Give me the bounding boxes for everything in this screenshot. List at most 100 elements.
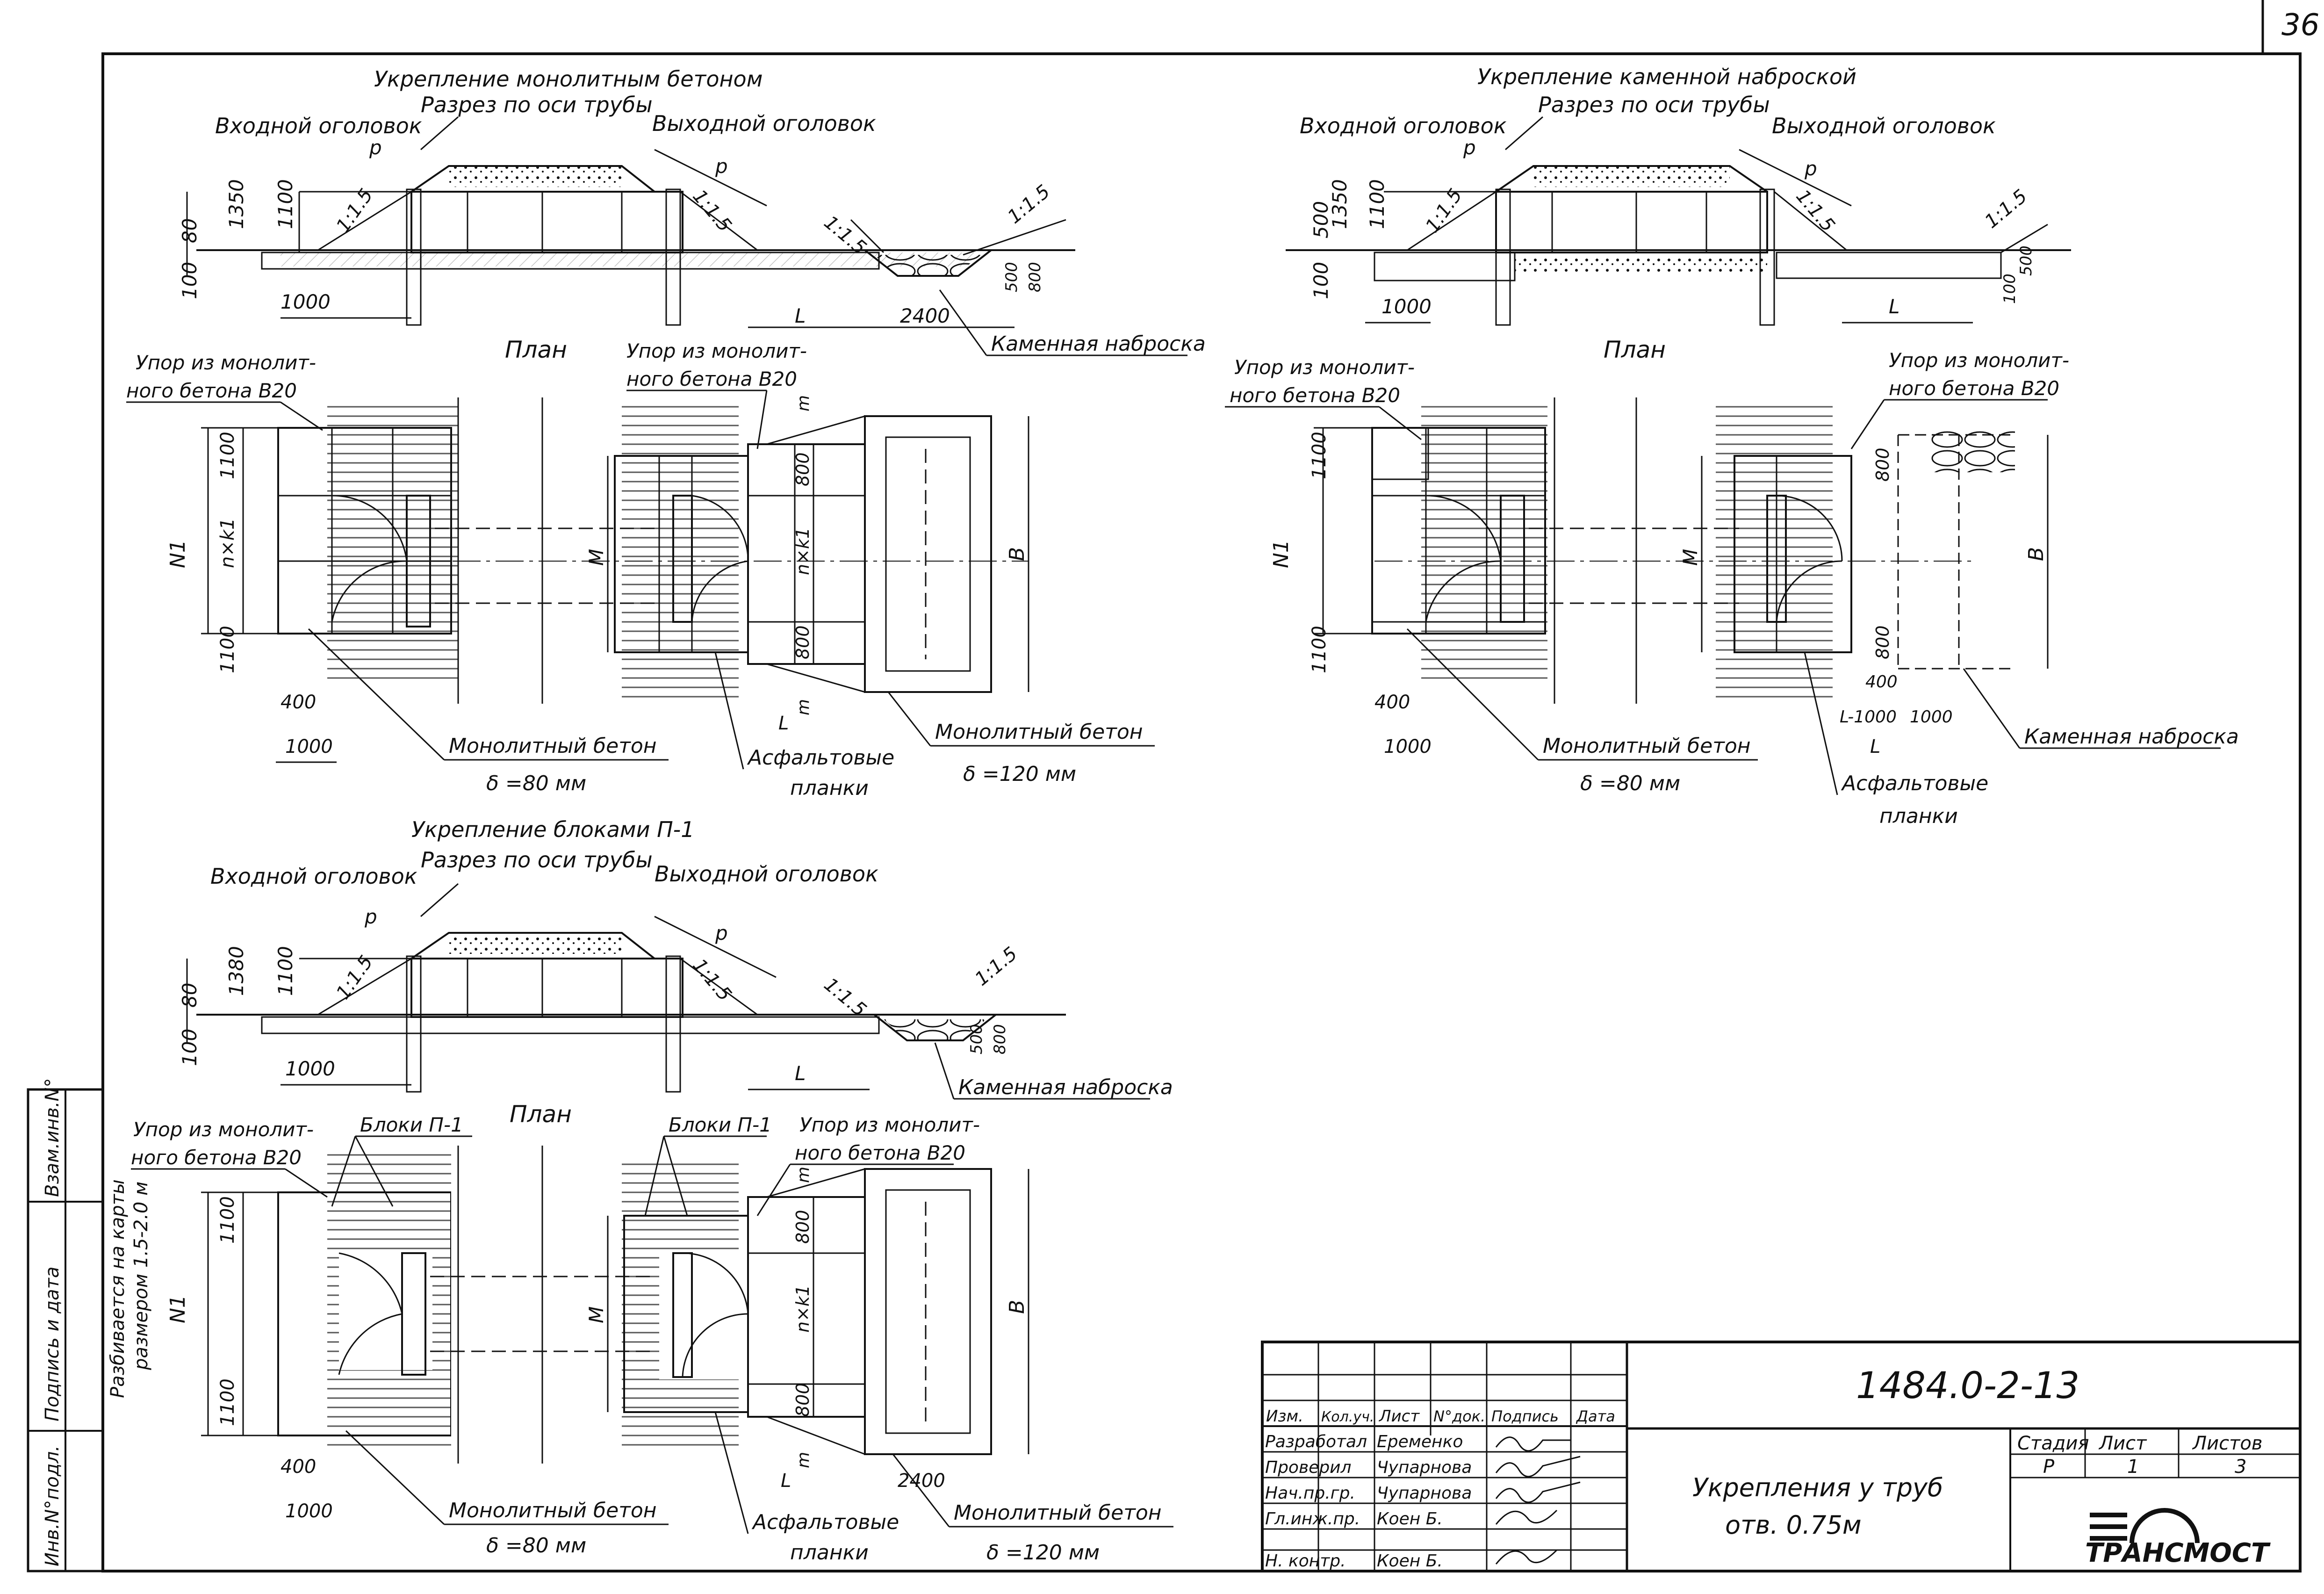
b-dim-1100b: 1100 (217, 1378, 238, 1426)
tr-dim-1100a: 1100 (1309, 432, 1330, 479)
tb-sheets-label: Листов (2192, 1433, 2262, 1454)
tb-name-3: Коен Б. (1377, 1509, 1443, 1529)
tl-upor-right-1: Упор из монолит- (626, 339, 807, 362)
tb-sheet: 1 (2127, 1456, 2139, 1478)
section-stone-fill: Укрепление каменной наброской Разрез по … (1225, 64, 2239, 828)
tl-dim-1000-plan: 1000 (285, 736, 333, 757)
tb-stage-label: Стадия (2017, 1433, 2089, 1454)
tr-n1: N1 (1269, 540, 1293, 568)
b-delta80: δ =80 мм (486, 1534, 586, 1558)
tl-dim-800a: 800 (792, 452, 813, 486)
tr-dim-1000-plan: 1000 (1384, 736, 1432, 757)
tb-sheet-label: Лист (2098, 1433, 2147, 1454)
tb-role-4: Н. контр. (1265, 1551, 1346, 1571)
tl-plan-title: План (505, 336, 567, 363)
tl-B: B (1005, 547, 1029, 561)
b-asphalt-2: планки (790, 1541, 869, 1565)
tl-dim-1000: 1000 (281, 290, 331, 313)
tl-M: M (585, 549, 608, 566)
tl-dim-1350: 1350 (225, 179, 248, 229)
b-dim-p2: p (715, 922, 728, 945)
side-stamp-sign: Подпись и дата (42, 1267, 63, 1421)
tr-inlet: Входной оголовок (1300, 113, 1507, 138)
tb-h-ndok: N°док. (1433, 1407, 1485, 1425)
b-dim-1000: 1000 (285, 1057, 335, 1080)
tl-nxk1: n×k1 (217, 518, 238, 568)
tr-dim-100: 100 (1309, 262, 1332, 299)
tr-dim-500b: 500 (2017, 245, 2036, 276)
b-title2: Разрез по оси трубы (421, 847, 653, 873)
tr-concrete: Монолитный бетон (1543, 734, 1751, 758)
b-upor-right-1: Упор из монолит- (799, 1113, 980, 1136)
tl-dim-2400: 2400 (900, 304, 950, 327)
tl-dim-400: 400 (281, 692, 316, 713)
tr-dim-L1000: L-1000 (1840, 707, 1897, 727)
tr-asphalt-1: Асфальтовые (1841, 772, 1988, 795)
tl-dim-p1: p (369, 136, 382, 159)
tl-dim-800b: 800 (792, 625, 813, 659)
tl-dim-80: 80 (178, 218, 201, 243)
b-slope4: 1:1.5 (971, 943, 1022, 990)
tl-m-top: m (794, 395, 813, 411)
tb-name-4: Коен Б. (1377, 1551, 1443, 1571)
tl-m-bottom: m (794, 699, 813, 715)
b-dim-500: 500 (967, 1024, 986, 1054)
tr-upor-right-1: Упор из монолит- (1889, 349, 2069, 372)
b-M: M (585, 1306, 608, 1323)
tr-delta80: δ =80 мм (1580, 772, 1680, 795)
tb-role-1: Проверил (1265, 1458, 1352, 1477)
tb-subject-2: отв. 0.75м (1725, 1510, 1862, 1540)
tr-dim-L-plan: L (1870, 736, 1880, 757)
tr-upor-left-1: Упор из монолит- (1234, 356, 1415, 379)
title-block: Изм. Кол.уч. Лист N°док. Подпись Дата Ра… (1261, 1341, 2302, 1572)
tr-dim-L: L (1889, 295, 1899, 318)
tb-h-podpis: Подпись (1491, 1407, 1559, 1425)
tl-dim-500: 500 (1002, 262, 1021, 292)
tr-slope3: 1:1.5 (1981, 186, 2031, 233)
tr-dim-1000: 1000 (1381, 295, 1432, 318)
b-inlet: Входной оголовок (210, 864, 417, 889)
page-number: 36 (2281, 8, 2319, 43)
b-nxk1: n×k1 (792, 1285, 813, 1333)
tb-role-0: Разработал (1265, 1432, 1367, 1451)
b-dim-1100a: 1100 (217, 1196, 238, 1244)
b-dim-L-plan: L (781, 1470, 791, 1492)
b-dim-1380: 1380 (225, 946, 248, 996)
tl-dim-p2: p (715, 155, 728, 178)
tb-role-2: Нач.пр.гр. (1265, 1484, 1355, 1503)
tl-upor-right-2: ного бетона В20 (626, 368, 797, 390)
b-upor-left-1: Упор из монолит- (133, 1118, 314, 1141)
signatures (1495, 1436, 1581, 1565)
tl-dim-1100a: 1100 (217, 432, 238, 479)
tb-h-izm: Изм. (1266, 1407, 1303, 1426)
tr-dim-p2: p (1804, 157, 1817, 180)
b-dim-100: 100 (178, 1029, 201, 1066)
b-dim-400: 400 (281, 1456, 316, 1478)
b-dim-800: 800 (991, 1024, 1009, 1054)
b-blocks-right: Блоки П-1 (669, 1113, 772, 1136)
side-stamp-replace: Взам.инв.N° (42, 1078, 63, 1197)
tl-stone-label: Каменная наброска (991, 332, 1206, 356)
b-plan-drawing (201, 1146, 1029, 1464)
tl-delta80: δ =80 мм (486, 772, 586, 795)
tb-h-koluch: Кол.уч. (1321, 1409, 1374, 1425)
tl-upor-left-2: ного бетона В20 (126, 379, 297, 402)
tl-outlet: Выходной оголовок (652, 111, 876, 136)
tr-dim-400: 400 (1374, 692, 1410, 713)
b-concrete-left: Монолитный бетон (449, 1499, 657, 1522)
b-upor-left-2: ного бетона В20 (131, 1146, 302, 1169)
tr-upor-left-2: ного бетона В20 (1230, 384, 1400, 407)
tr-dim-800a: 800 (1872, 447, 1893, 482)
b-outlet: Выходной оголовок (655, 861, 878, 887)
tr-slope1: 1:1.5 (1422, 185, 1467, 236)
b-blocks-left: Блоки П-1 (360, 1113, 463, 1136)
tr-title2: Разрез по оси трубы (1538, 92, 1770, 117)
tl-dim-100: 100 (178, 262, 201, 299)
side-stamp: Инв.N°подл. Подпись и дата Взам.инв.N° (27, 1078, 104, 1572)
tb-subject-1: Укрепления у труб (1692, 1473, 1943, 1502)
tr-dim-1100: 1100 (1366, 179, 1389, 229)
sheet-frame (101, 52, 2302, 1572)
tr-outlet: Выходной оголовок (1772, 113, 1996, 138)
b-m-top: m (794, 1167, 813, 1183)
